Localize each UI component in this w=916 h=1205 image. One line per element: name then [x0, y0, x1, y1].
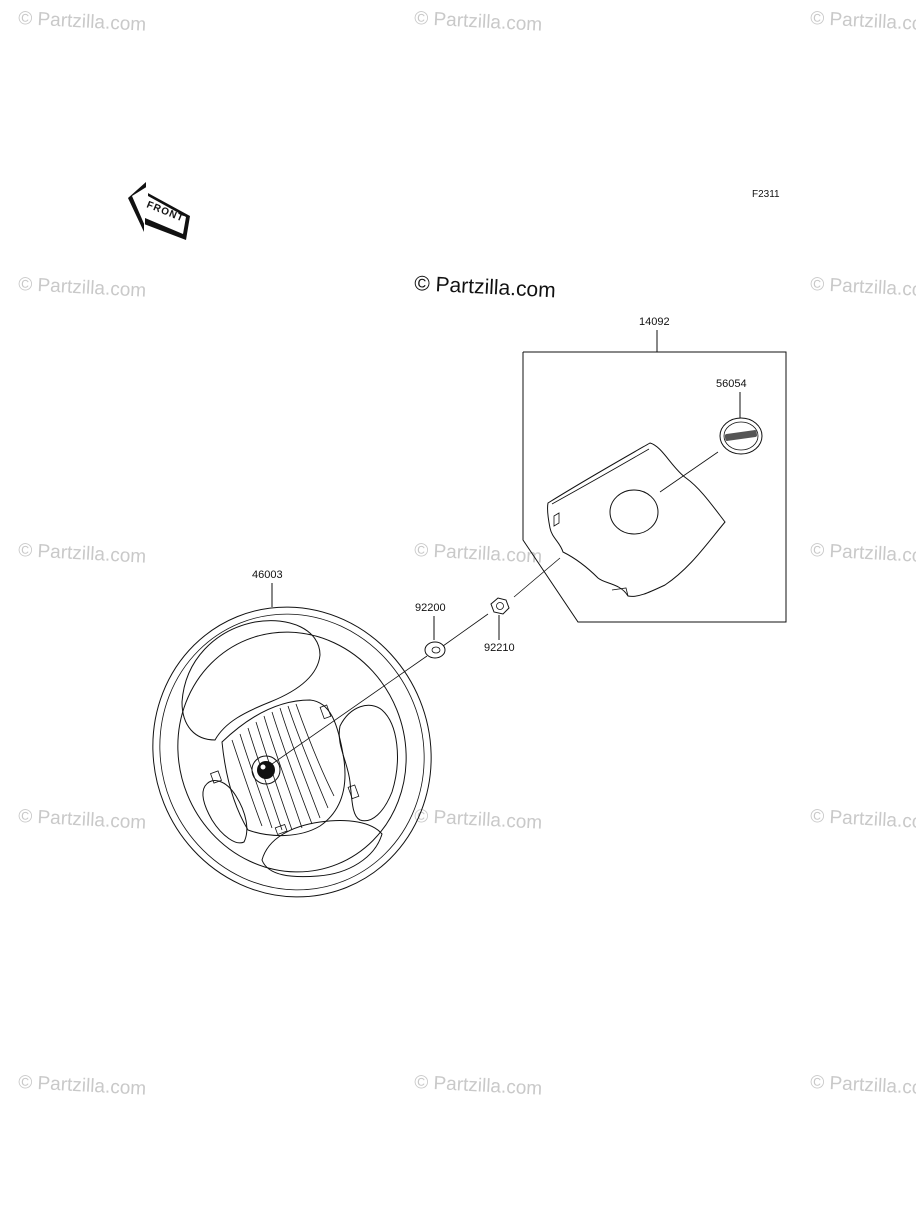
- callout-steering-wheel: 46003: [252, 569, 283, 581]
- emblem-badge: [719, 417, 763, 455]
- watermark: © Partzilla.com: [414, 1072, 543, 1100]
- nut-part: 92210: [484, 597, 515, 654]
- watermark: © Partzilla.com: [18, 1072, 147, 1100]
- watermark: © Partzilla.com: [810, 540, 916, 568]
- pad-assembly-group: 14092 56054: [522, 316, 787, 623]
- figure-code: F2311: [752, 189, 780, 200]
- watermark-main: © Partzilla.com: [414, 272, 557, 302]
- watermark: © Partzilla.com: [414, 806, 543, 834]
- callout-emblem: 56054: [716, 378, 747, 390]
- watermark: © Partzilla.com: [18, 540, 147, 568]
- watermark-grid: © Partzilla.com © Partzilla.com © Partzi…: [18, 8, 916, 1100]
- watermark: © Partzilla.com: [810, 1072, 916, 1100]
- watermark: © Partzilla.com: [810, 274, 916, 302]
- watermark: © Partzilla.com: [18, 8, 147, 36]
- watermark: © Partzilla.com: [414, 540, 543, 568]
- callout-washer: 92200: [415, 602, 446, 614]
- watermark: © Partzilla.com: [810, 8, 916, 36]
- washer-part: 92200: [415, 602, 446, 659]
- watermark: © Partzilla.com: [414, 8, 543, 36]
- steering-pad-cover: [547, 442, 726, 597]
- callout-nut: 92210: [484, 642, 515, 654]
- callout-pad-assembly: 14092: [639, 316, 670, 328]
- watermark: © Partzilla.com: [18, 274, 147, 302]
- watermark: © Partzilla.com: [18, 806, 147, 834]
- front-arrow-icon: FRONT: [128, 182, 190, 240]
- watermark: © Partzilla.com: [810, 806, 916, 834]
- hub-grip-lines: [231, 703, 335, 831]
- steering-wheel-part: 46003: [152, 569, 432, 898]
